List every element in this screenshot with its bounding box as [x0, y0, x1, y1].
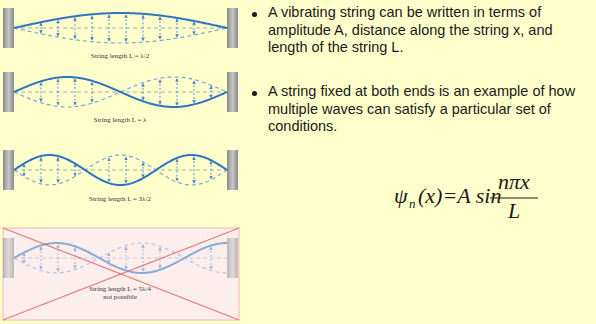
not-possible-frame [3, 228, 239, 320]
wave-solid [14, 13, 227, 28]
motion-arrow [194, 157, 195, 183]
fixed-end [227, 8, 238, 48]
motion-arrow [126, 15, 127, 41]
wave-dashed [14, 155, 227, 185]
bullet-dot [252, 12, 257, 17]
motion-arrow [24, 164, 25, 175]
motion-arrow [92, 82, 93, 102]
rest-axis [14, 170, 227, 171]
fixed-end [3, 72, 14, 112]
fixed-end [3, 150, 14, 190]
motion-arrow [160, 80, 161, 104]
bullet-dot [252, 91, 257, 96]
standing-wave [3, 72, 238, 112]
wave-dashed [14, 28, 227, 43]
motion-arrow [126, 157, 127, 183]
standing-wave [3, 150, 238, 190]
wave-dashed [14, 77, 227, 107]
motion-arrow [41, 23, 42, 33]
motion-arrow [194, 22, 195, 34]
motion-arrow [194, 81, 195, 103]
cross-line [3, 228, 239, 320]
motion-arrow [58, 20, 59, 36]
wave-caption: String length L = 3λ/2 [20, 195, 220, 203]
wave-solid [14, 155, 227, 185]
wave-caption: String length L = λ [20, 116, 220, 124]
wave-caption: String length L = λ/2 [20, 52, 220, 60]
motion-arrow [75, 164, 76, 175]
formula-text: (x)=A sin [418, 184, 501, 208]
formula-subscript: n [409, 197, 416, 211]
motion-arrow [177, 159, 178, 180]
fixed-end [3, 238, 14, 278]
fixed-end [227, 150, 238, 190]
motion-arrow [160, 248, 161, 269]
motion-arrow [24, 253, 25, 263]
motion-arrow [177, 79, 178, 105]
motion-arrow [41, 247, 42, 269]
motion-arrow [41, 158, 42, 183]
fixed-end [3, 8, 14, 48]
rest-axis [14, 28, 227, 29]
motion-arrow [211, 247, 212, 269]
motion-arrow [143, 245, 144, 271]
wave-solid [14, 243, 227, 273]
motion-arrow [143, 163, 144, 177]
wave-caption: not possible [20, 293, 220, 301]
motion-arrow [126, 247, 127, 269]
motion-arrow [109, 253, 110, 262]
fixed-end [227, 238, 238, 278]
motion-arrow [109, 15, 110, 41]
standing-wave [3, 8, 238, 48]
rest-axis [14, 258, 227, 259]
motion-arrow [58, 79, 59, 104]
cross-line [3, 228, 239, 320]
bullet-text: A string fixed at both ends is an exampl… [268, 83, 586, 136]
motion-arrow [58, 158, 59, 183]
motion-arrow [143, 16, 144, 41]
motion-arrow [75, 248, 76, 269]
motion-arrow [92, 16, 93, 40]
formula-denominator: L [490, 199, 538, 223]
motion-arrow [211, 86, 212, 98]
motion-arrow [211, 161, 212, 178]
motion-arrow [75, 79, 76, 105]
standing-wave [3, 238, 238, 278]
wave-caption: String length L = 5λ/4 [20, 285, 220, 293]
motion-arrow [41, 83, 42, 102]
wave-solid [14, 77, 227, 107]
formula-numerator: nπx [490, 170, 538, 194]
wave-dashed [14, 243, 227, 273]
motion-arrow [109, 158, 110, 181]
formula-symbol: ψ [394, 184, 408, 208]
motion-arrow [160, 17, 161, 39]
bullet-text: A vibrating string can be written in ter… [268, 4, 586, 57]
motion-arrow [75, 18, 76, 39]
motion-arrow [177, 19, 178, 37]
motion-arrow [143, 84, 144, 100]
fixed-end [227, 72, 238, 112]
